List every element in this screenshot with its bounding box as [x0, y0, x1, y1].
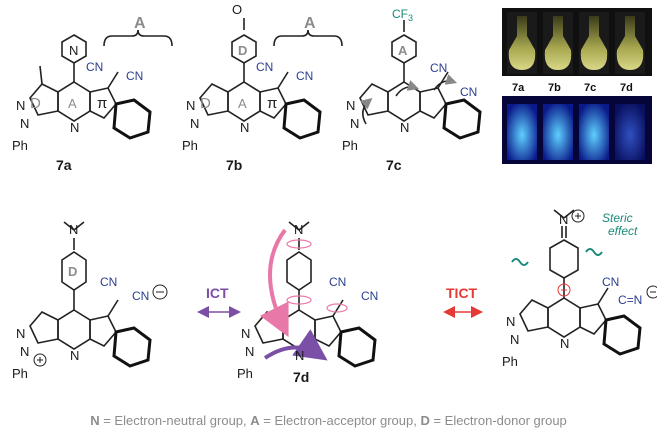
cn-label-2: CN [460, 85, 477, 99]
methoxy-o-label: O [232, 2, 242, 17]
ict-arrow: ICT [197, 285, 241, 318]
ring-a-label: A [238, 96, 247, 111]
molecule-7b: O D CN CN N N N A D π Ph A 7b [182, 2, 343, 173]
photo-panel: 7a 7b 7c 7d [502, 8, 652, 164]
legend-n-text: = Electron-neutral group, [99, 413, 251, 428]
flask-photo-7b [543, 12, 573, 74]
cn-label-2: CN [126, 69, 143, 83]
ph-label: Ph [237, 366, 253, 381]
cn-label-1: CN [256, 60, 273, 74]
cn-label-1: CN [329, 275, 346, 289]
cn-label-2: CN [361, 289, 378, 303]
ict-label: ICT [206, 285, 229, 301]
ph-label: Ph [182, 138, 198, 153]
legend-a-text: = Electron-acceptor group, [259, 413, 421, 428]
legend-a-key: A [250, 413, 260, 428]
photo-label-7c: 7c [584, 82, 596, 94]
n-label: N [16, 98, 25, 113]
fluor-photo-7d [615, 104, 645, 160]
group-a-label: A [134, 15, 146, 32]
fluor-photo-7b [543, 104, 573, 160]
ring-d-label: D [200, 95, 211, 112]
pi-label: π [97, 95, 107, 112]
cn-label-1: CN [100, 275, 117, 289]
molecule-7d: N CN CN N N N Ph 7d [237, 221, 378, 385]
ring-d-label: D [30, 95, 41, 112]
cn-label-1: CN [602, 275, 619, 289]
cf3-label: CF3 [392, 7, 413, 23]
pyridyl-n-label: N [69, 43, 78, 58]
flask-photo-7a [507, 12, 537, 74]
ring-d-label: D [68, 264, 77, 279]
n-label-2: N [20, 116, 29, 131]
ph-label: Ph [12, 366, 28, 381]
photo-label-7a: 7a [512, 82, 525, 94]
ph-label: Ph [502, 354, 518, 369]
flask-photo-7d [615, 12, 645, 74]
ph-label: Ph [342, 138, 358, 153]
ph-label: Ph [12, 138, 28, 153]
n-label-2: N [510, 332, 519, 347]
n-label-3: N [560, 336, 569, 351]
n-label-3: N [70, 120, 79, 135]
amine-n-label: N [294, 222, 303, 237]
photo-label-7b: 7b [548, 82, 561, 94]
label-7c: 7c [386, 157, 402, 173]
molecule-7c: CF3 A CN CN N N N Ph 7c [342, 7, 482, 173]
n-label-2: N [190, 116, 199, 131]
pi-label: π [267, 95, 277, 112]
n-label-2: N [20, 344, 29, 359]
amine-n-label: N [69, 222, 78, 237]
molecule-7a: N CN CN N N N A D π Ph A 7a [12, 15, 173, 173]
label-7d: 7d [293, 369, 309, 385]
n-label-3: N [400, 120, 409, 135]
ccn-label: C=N [618, 293, 642, 307]
resonance-structure-1: N D CN CN N N N Ph [12, 221, 168, 381]
ring-a-label: A [68, 96, 77, 111]
n-label-2: N [350, 116, 359, 131]
flask-photo-7c [579, 12, 609, 74]
cn-label-2: CN [132, 289, 149, 303]
cn-label-2: CN [296, 69, 313, 83]
cn-label-1: CN [86, 60, 103, 74]
n-label: N [241, 326, 250, 341]
ring-a-subst: A [398, 43, 408, 58]
n-label: N [506, 314, 515, 329]
n-label: N [346, 98, 355, 113]
fluor-photo-7a [507, 104, 537, 160]
n-label: N [16, 326, 25, 341]
photo-label-7d: 7d [620, 82, 633, 94]
n-label: N [186, 98, 195, 113]
legend-caption: N = Electron-neutral group, A = Electron… [0, 413, 657, 428]
n-label-3: N [295, 348, 304, 363]
cn-label-1: CN [430, 61, 447, 75]
n-label-2: N [245, 344, 254, 359]
label-7a: 7a [56, 157, 72, 173]
iminium-n-label: N [559, 212, 568, 227]
n-label-3: N [70, 348, 79, 363]
legend-n-key: N [90, 413, 100, 428]
tict-arrow: TICT [443, 285, 483, 318]
tict-label: TICT [446, 285, 478, 301]
ring-d-subst: D [238, 43, 247, 58]
label-7b: 7b [226, 157, 242, 173]
legend-d-text: = Electron-donor group [429, 413, 567, 428]
n-label-3: N [240, 120, 249, 135]
group-a-label: A [304, 15, 316, 32]
fluor-photo-7c [579, 104, 609, 160]
legend-d-key: D [420, 413, 430, 428]
